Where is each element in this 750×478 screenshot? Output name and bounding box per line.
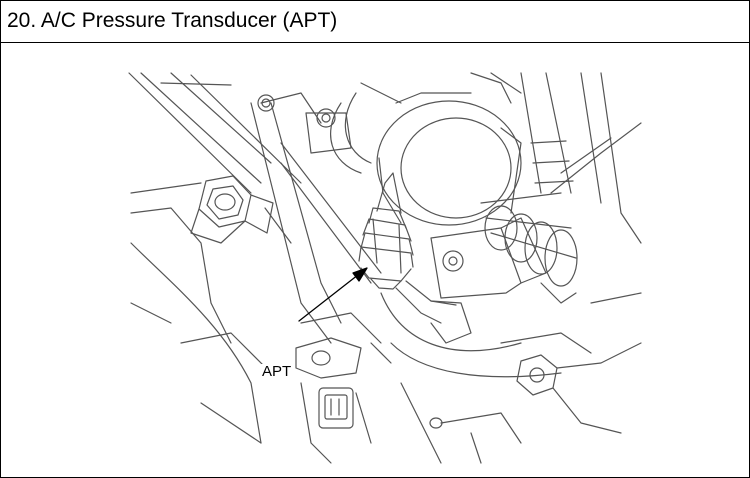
vertical-hose-right [470,72,642,244]
hex-bolt-right [500,292,642,434]
hex-bolt-left [190,175,292,244]
electrical-connector [300,382,372,464]
apt-sensor [358,172,414,290]
small-bolts-top [257,94,352,154]
lower-left-housing [130,207,272,444]
corrugated-hose [480,122,642,304]
callout-leader [298,267,368,322]
title-row: 20. A/C Pressure Transducer (APT) [1,1,749,43]
mount-bracket [430,217,547,299]
flange-gasket [295,312,382,379]
engine-bay-illustration [128,72,642,464]
page-title: 20. A/C Pressure Transducer (APT) [7,9,338,32]
lower-center-parts [400,382,522,464]
apt-callout-label: APT [261,363,293,380]
ac-hose [370,280,562,378]
bracket-lines [128,72,382,344]
canister [330,82,522,226]
line-drawing: APT [1,43,749,477]
